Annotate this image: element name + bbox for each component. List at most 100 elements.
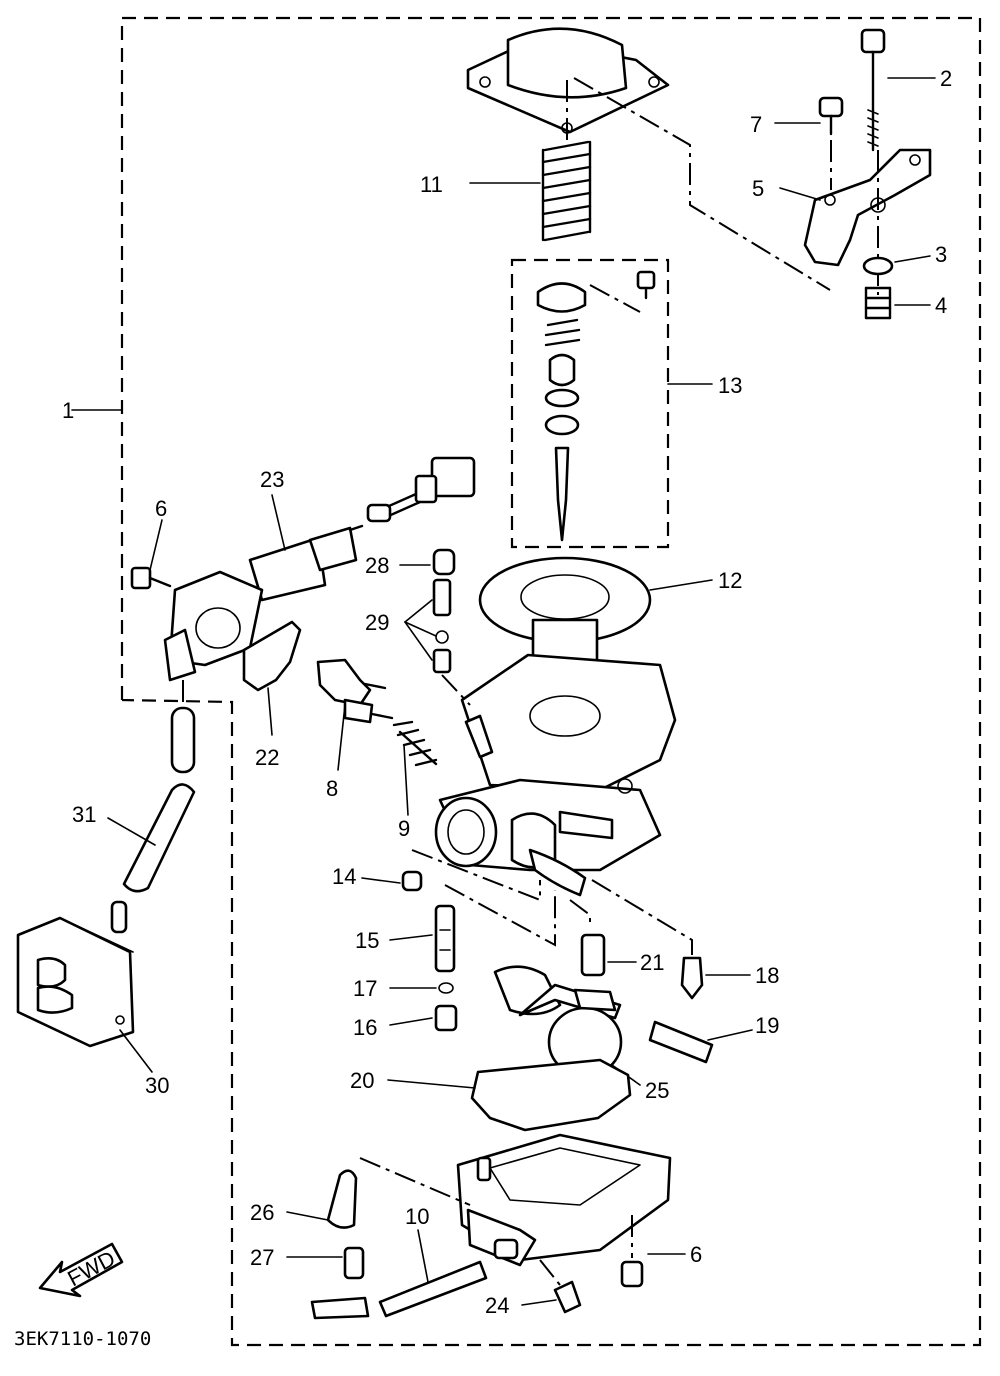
leader-24 bbox=[521, 1299, 557, 1306]
leader-30 bbox=[119, 1029, 153, 1073]
leader-23 bbox=[271, 494, 286, 551]
needle-assembly-13 bbox=[536, 270, 656, 542]
label-10: 10 bbox=[405, 1204, 429, 1229]
label-12: 12 bbox=[718, 568, 742, 593]
label-11: 11 bbox=[420, 172, 443, 197]
float-bowl bbox=[456, 1133, 672, 1267]
label-27: 27 bbox=[250, 1245, 274, 1270]
leader-12 bbox=[649, 579, 713, 591]
leader-16 bbox=[389, 1017, 433, 1026]
leader-8 bbox=[337, 704, 346, 771]
axis-21 bbox=[569, 899, 591, 925]
needle-subassembly-boundary bbox=[510, 258, 670, 549]
leader-19 bbox=[707, 1029, 753, 1041]
label-14: 14 bbox=[332, 864, 356, 889]
label-28: 28 bbox=[365, 553, 389, 578]
axis-24 bbox=[539, 1259, 561, 1286]
label-3: 3 bbox=[935, 242, 947, 267]
fwd-label: FWD bbox=[63, 1246, 119, 1292]
label-6a: 6 bbox=[155, 496, 167, 521]
washer-3 bbox=[862, 256, 894, 276]
pilot-screw-29 bbox=[432, 578, 452, 674]
axis-cap-to-bracket bbox=[573, 77, 831, 291]
part-labels: 1 2 3 4 5 6 6 7 8 9 10 11 12 13 14 15 16… bbox=[62, 66, 952, 1318]
label-20: 20 bbox=[350, 1068, 374, 1093]
leader-29a bbox=[404, 599, 433, 623]
leader-6a bbox=[149, 519, 163, 571]
diagram-code: 3EK7110-1070 bbox=[14, 1328, 151, 1350]
label-17: 17 bbox=[353, 976, 377, 1001]
label-6b: 6 bbox=[690, 1242, 702, 1267]
label-4: 4 bbox=[935, 293, 947, 318]
leader-3 bbox=[894, 255, 931, 263]
spring-11 bbox=[541, 140, 592, 242]
screw-spring-9 bbox=[392, 720, 438, 767]
leader-22 bbox=[267, 687, 273, 736]
label-16: 16 bbox=[353, 1015, 377, 1040]
screw-2 bbox=[860, 28, 886, 152]
label-22: 22 bbox=[255, 745, 279, 770]
pin-19 bbox=[648, 1020, 714, 1064]
jet-21 bbox=[580, 933, 606, 977]
label-23: 23 bbox=[260, 467, 284, 492]
clip-26 bbox=[326, 1169, 358, 1229]
carb-body bbox=[434, 653, 677, 897]
screw-27 bbox=[343, 1246, 365, 1280]
label-26: 26 bbox=[250, 1200, 274, 1225]
axis-14 bbox=[411, 849, 541, 902]
screw-24 bbox=[553, 1280, 582, 1314]
dashed-13-link bbox=[589, 284, 641, 313]
hose-31 bbox=[122, 783, 196, 893]
label-30: 30 bbox=[145, 1073, 169, 1098]
leader-29c bbox=[404, 621, 433, 661]
leader-5 bbox=[779, 187, 821, 201]
leader-15 bbox=[389, 934, 433, 941]
axis-26 bbox=[359, 1157, 471, 1206]
label-18: 18 bbox=[755, 963, 779, 988]
connector-23 bbox=[366, 456, 476, 523]
jet-15 bbox=[434, 904, 456, 973]
valve-18 bbox=[680, 956, 704, 1000]
label-25: 25 bbox=[645, 1078, 669, 1103]
label-2: 2 bbox=[940, 66, 952, 91]
jet-16 bbox=[434, 1004, 458, 1032]
label-31: 31 bbox=[72, 802, 96, 827]
leader-31 bbox=[107, 817, 156, 846]
label-21: 21 bbox=[640, 950, 664, 975]
hose-10 bbox=[310, 1260, 488, 1320]
hose-upper bbox=[170, 706, 196, 774]
gasket-22 bbox=[242, 620, 302, 692]
cap-28 bbox=[432, 548, 456, 576]
axis-15 bbox=[444, 884, 556, 947]
oring-17 bbox=[438, 982, 454, 994]
label-8: 8 bbox=[326, 776, 338, 801]
float-25 bbox=[493, 965, 623, 1078]
assembly-boundary bbox=[120, 16, 982, 1347]
throttle-stop-8 bbox=[316, 658, 394, 724]
label-29: 29 bbox=[365, 610, 389, 635]
screw-6b bbox=[620, 1260, 644, 1288]
leader-26 bbox=[286, 1211, 329, 1221]
leader-9 bbox=[403, 744, 409, 816]
label-19: 19 bbox=[755, 1013, 779, 1038]
screw-6a bbox=[130, 566, 172, 590]
fwd-arrow: FWD bbox=[38, 1242, 124, 1298]
label-1: 1 bbox=[62, 398, 74, 423]
leader-20 bbox=[387, 1079, 476, 1089]
bracket-5 bbox=[803, 148, 932, 267]
axis-18 bbox=[591, 879, 693, 955]
gasket-20 bbox=[470, 1058, 632, 1132]
canister-30 bbox=[16, 900, 135, 1048]
label-24: 24 bbox=[485, 1293, 509, 1318]
throttle-sensor-23 bbox=[163, 524, 364, 682]
cap-14 bbox=[401, 870, 423, 892]
axis-29 bbox=[441, 674, 471, 706]
leader-14 bbox=[361, 877, 401, 884]
spring-4 bbox=[864, 286, 892, 320]
label-7: 7 bbox=[750, 112, 762, 137]
label-5: 5 bbox=[752, 176, 764, 201]
screw-7 bbox=[818, 96, 844, 136]
label-15: 15 bbox=[355, 928, 379, 953]
leader-29b bbox=[404, 621, 437, 637]
